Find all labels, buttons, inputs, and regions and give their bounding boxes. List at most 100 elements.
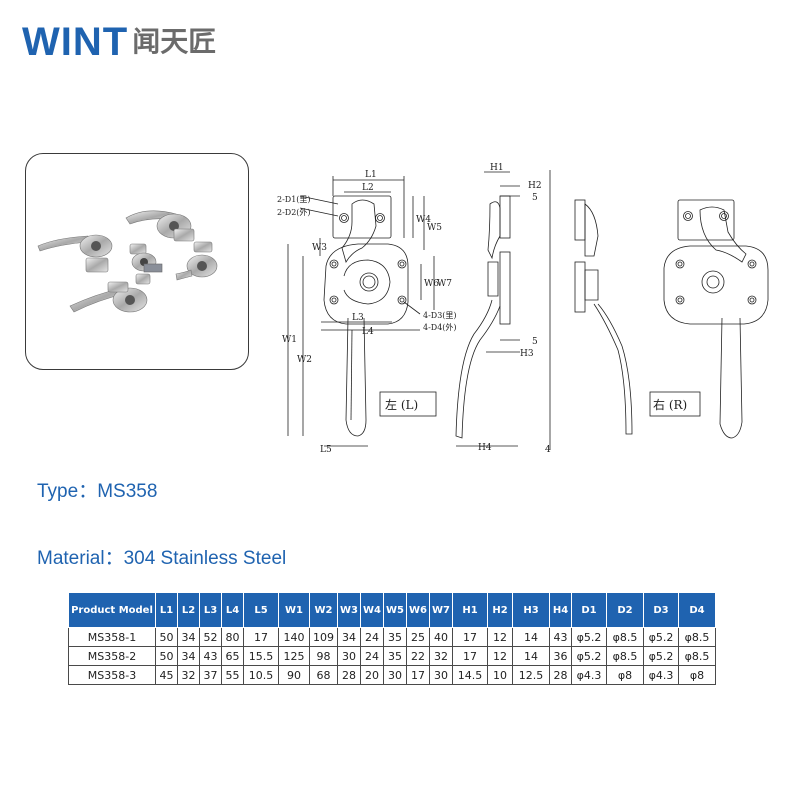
cell-h1: 17 [452,646,488,666]
rear-side-view [574,199,633,435]
cell-l3: 43 [199,646,222,666]
dim-label-d1: 2-D1(里) [277,195,311,204]
header-w7: W7 [429,592,453,628]
table-row: MS358-2 50 34 43 65 15.5 125 98 30 24 35… [68,646,716,666]
header-l5: L5 [243,592,279,628]
dim-label-l2: L2 [362,183,374,193]
dim-label-d3: 4-D3(里) [423,311,457,320]
dim-label-w4: W4 [416,215,431,225]
cell-d2: φ8.5 [606,627,644,647]
cell-d2: φ8 [606,665,644,685]
cell-l1: 45 [155,665,178,685]
brand-name-cn: 闻天匠 [132,25,217,58]
cell-w6: 25 [406,627,430,647]
cell-w1: 90 [278,665,310,685]
cell-h4: 43 [549,627,572,647]
cell-d4: φ8.5 [678,627,716,647]
header-w6: W6 [406,592,430,628]
brand-logo: WINT 闻天匠 [22,22,216,62]
header-d4: D4 [678,592,716,628]
cell-l5: 15.5 [243,646,279,666]
cell-w7: 40 [429,627,453,647]
cell-h4: 28 [549,665,572,685]
cell-w7: 32 [429,646,453,666]
header-h1: H1 [452,592,488,628]
cell-product-model: MS358-3 [68,665,156,685]
cell-l4: 80 [221,627,244,647]
dim-label-w5: W5 [427,223,442,233]
dim-label-l5: L5 [320,445,332,455]
header-w3: W3 [337,592,361,628]
product-type: Type：MS358 [37,481,158,502]
cell-w7: 30 [429,665,453,685]
cell-w4: 24 [360,646,384,666]
dim-label-w6: W6 [424,279,439,289]
cell-l5: 10.5 [243,665,279,685]
cell-h3: 14 [512,627,550,647]
cell-d3: φ5.2 [643,646,679,666]
left-view: L1 L2 L3 L4 L5 W1 W2 W3 W4 W5 W6 W7 2-D1… [277,170,457,455]
cell-w6: 17 [406,665,430,685]
header-d2: D2 [606,592,644,628]
header-w5: W5 [383,592,407,628]
cell-w4: 24 [360,627,384,647]
cell-h2: 10 [487,665,513,685]
cell-l2: 34 [177,646,200,666]
cell-d3: φ5.2 [643,627,679,647]
dim-label-d2: 2-D2(外) [277,207,311,217]
spec-table-header: Product Model L1 L2 L3 L4 L5 W1 W2 W3 W4… [68,592,716,628]
cell-w3: 30 [337,646,361,666]
cell-w4: 20 [360,665,384,685]
cell-w5: 30 [383,665,407,685]
cell-h2: 12 [487,646,513,666]
cell-h2: 12 [487,627,513,647]
product-photo-image [37,210,218,313]
cell-h3: 12.5 [512,665,550,685]
table-row: MS358-1 50 34 52 80 17 140 109 34 24 35 … [68,627,716,647]
cell-d3: φ4.3 [643,665,679,685]
cell-l3: 37 [199,665,222,685]
technical-drawing: L1 L2 L3 L4 L5 W1 W2 W3 W4 W5 W6 W7 2-D1… [277,163,769,455]
header-h3: H3 [512,592,550,628]
cell-d1: φ5.2 [571,646,607,666]
cell-w5: 35 [383,627,407,647]
cell-l4: 65 [221,646,244,666]
header-h4: H4 [549,592,572,628]
cell-h3: 14 [512,646,550,666]
cell-l1: 50 [155,646,178,666]
header-product-model: Product Model [68,592,156,628]
cell-d1: φ5.2 [571,627,607,647]
cell-l4: 55 [221,665,244,685]
dim-label-w1: W1 [282,335,297,345]
cell-w2: 109 [309,627,338,647]
dim-label-four: 4 [545,445,551,455]
dim-label-l4: L4 [362,327,374,337]
cell-w6: 22 [406,646,430,666]
header-w1: W1 [278,592,310,628]
cell-l1: 50 [155,627,178,647]
right-view: 右 (R) [649,199,769,439]
dim-label-h1: H1 [490,163,504,173]
cell-d1: φ4.3 [571,665,607,685]
header-h2: H2 [487,592,513,628]
cell-w2: 98 [309,646,338,666]
cell-h4: 36 [549,646,572,666]
cell-w3: 28 [337,665,361,685]
cell-product-model: MS358-2 [68,646,156,666]
header-l4: L4 [221,592,244,628]
cell-d2: φ8.5 [606,646,644,666]
cell-d4: φ8 [678,665,716,685]
header-w4: W4 [360,592,384,628]
cell-w1: 125 [278,646,310,666]
side-view: H1 H2 5 5 H3 H4 4 [455,163,551,455]
product-photo [25,153,249,370]
brand-name: WINT [22,20,129,64]
cell-w2: 68 [309,665,338,685]
dim-label-five-top: 5 [532,193,538,203]
header-l2: L2 [177,592,200,628]
header-d1: D1 [571,592,607,628]
header-w2: W2 [309,592,338,628]
left-view-caption: 左 (L) [385,397,418,412]
header-l1: L1 [155,592,178,628]
cell-w1: 140 [278,627,310,647]
